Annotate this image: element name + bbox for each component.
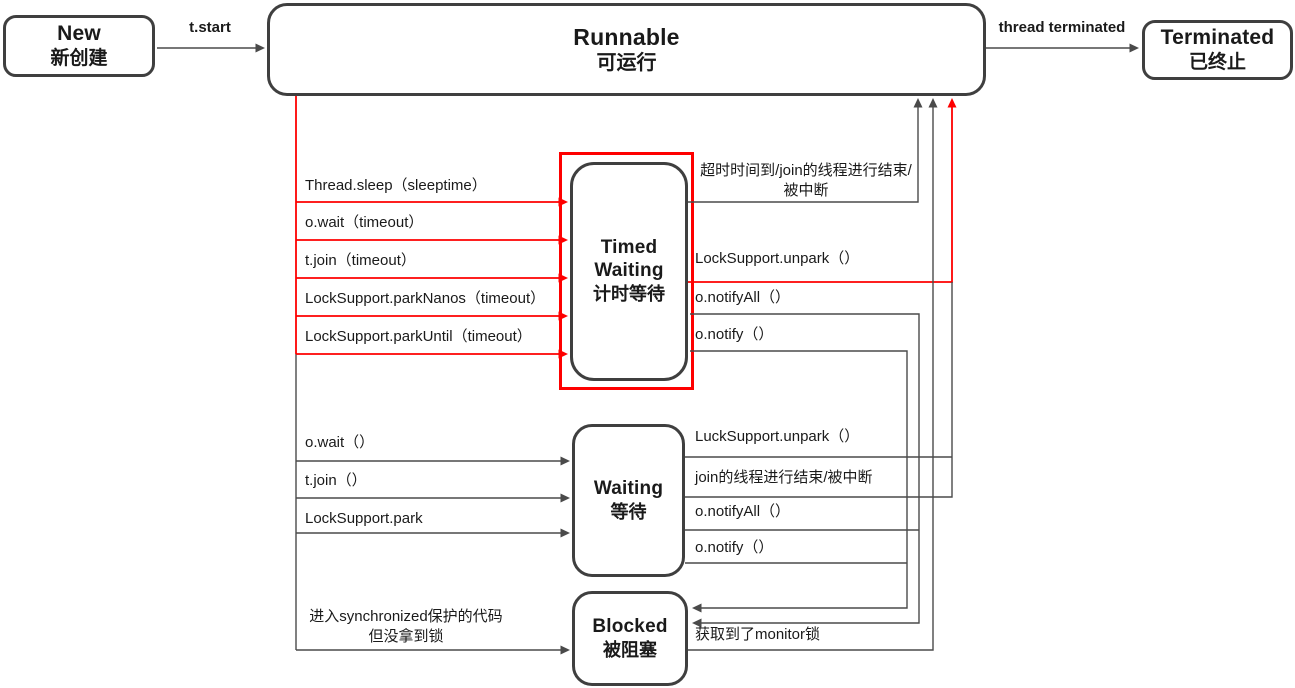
state-waiting-label-en: Waiting <box>593 478 664 500</box>
edge-label-tw-notifyall: o.notifyAll（） <box>695 289 791 306</box>
state-runnable-label-zh: 可运行 <box>596 52 657 75</box>
state-blocked-label-en: Blocked <box>592 616 668 638</box>
state-blocked-label-zh: 被阻塞 <box>603 640 657 661</box>
edge-label-t-start: t.start <box>189 19 231 36</box>
edge-label-timeout-end-line2: 被中断 <box>783 182 829 199</box>
edge-timed-waiting-notify-to-blocked <box>690 350 908 613</box>
edge-label-lockpark: LockSupport.park <box>305 510 423 527</box>
edge-label-w-notify: o.notify（） <box>695 539 774 556</box>
state-box-new: New 新创建 <box>3 15 155 77</box>
edge-label-timeout-end: 超时时间到/join的线程进行结束/ 被中断 <box>692 161 920 201</box>
edge-label-locksupport-unpark: LockSupport.unpark（） <box>695 250 860 267</box>
edge-label-luck-unpark: LuckSupport.unpark（） <box>695 428 860 445</box>
edge-label-tjoin-timeout: t.join（timeout） <box>305 252 416 269</box>
edge-blocked-monitor-to-runnable <box>688 98 938 651</box>
edge-label-parknanos: LockSupport.parkNanos（timeout） <box>305 290 546 307</box>
edge-label-tjoin: t.join（） <box>305 472 367 489</box>
state-runnable-label-en: Runnable <box>573 23 680 50</box>
edge-waiting-join-end-line <box>685 282 953 498</box>
state-box-blocked: Blocked 被阻塞 <box>572 591 688 686</box>
edge-label-thread-terminated: thread terminated <box>998 19 1126 36</box>
timed-waiting-highlight-rect <box>559 152 694 390</box>
state-terminated-label-zh: 已终止 <box>1188 52 1246 74</box>
edge-label-enter-synchronized-line2: 但没拿到锁 <box>368 628 444 645</box>
state-box-timed-waiting: Timed Waiting 计时等待 <box>570 162 688 381</box>
edge-label-w-notifyall: o.notifyAll（） <box>695 503 791 520</box>
state-new-label-zh: 新创建 <box>50 48 108 70</box>
edge-label-tw-notify: o.notify（） <box>695 326 774 343</box>
edge-timed-waiting-notifyall-to-blocked <box>690 313 920 628</box>
edge-label-enter-synchronized: 进入synchronized保护的代码 但没拿到锁 <box>300 607 512 647</box>
edge-label-enter-synchronized-line1: 进入synchronized保护的代码 <box>309 608 503 625</box>
edge-label-thread-sleep: Thread.sleep（sleeptime） <box>305 177 487 194</box>
edge-label-owait-timeout: o.wait（timeout） <box>305 214 424 231</box>
state-timed-waiting-label-zh: 计时等待 <box>593 284 665 305</box>
edge-label-parkuntil: LockSupport.parkUntil（timeout） <box>305 328 532 345</box>
state-waiting-label-zh: 等待 <box>610 502 647 523</box>
edge-label-join-end: join的线程进行结束/被中断 <box>695 469 873 486</box>
state-new-label-en: New <box>57 22 101 45</box>
edge-label-got-monitor: 获取到了monitor锁 <box>695 626 821 643</box>
edge-label-owait: o.wait（） <box>305 434 375 451</box>
state-box-terminated: Terminated 已终止 <box>1142 20 1293 80</box>
edge-timed-waiting-timeout-to-runnable <box>688 98 923 203</box>
state-box-runnable: Runnable 可运行 <box>267 3 986 96</box>
state-timed-waiting-label-en: Timed Waiting <box>594 237 664 282</box>
state-box-waiting: Waiting 等待 <box>572 424 685 577</box>
edge-label-timeout-end-line1: 超时时间到/join的线程进行结束/ <box>700 162 912 179</box>
state-terminated-label-en: Terminated <box>1160 26 1275 49</box>
